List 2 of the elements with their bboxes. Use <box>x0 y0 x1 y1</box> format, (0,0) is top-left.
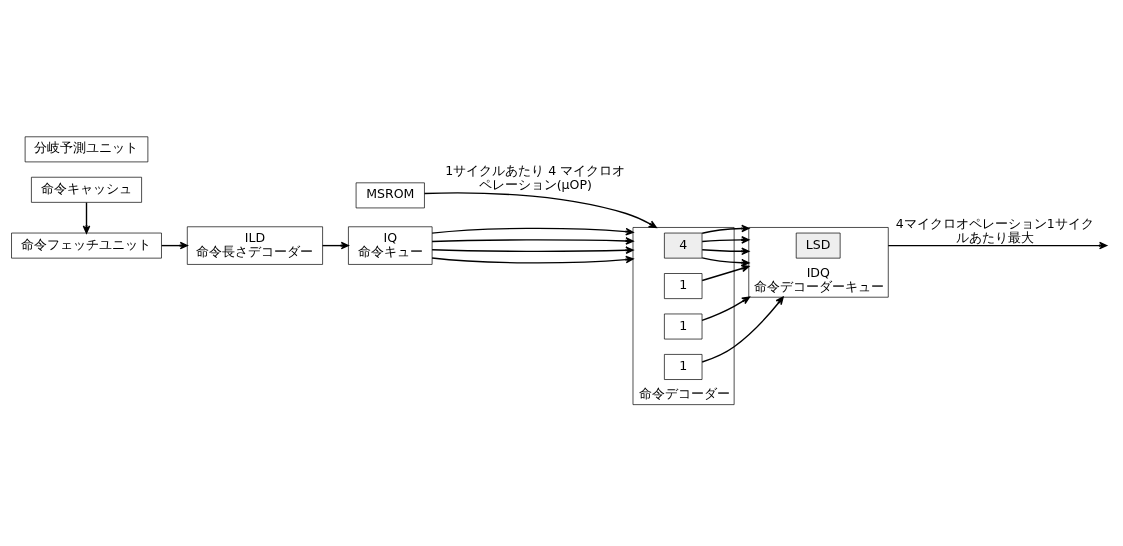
edge-label: 1サイクルあたり 4 マイクロオペレーション(μOP) <box>445 162 626 192</box>
edge-label: 4マイクロオペレーション1サイクルあたり最大 <box>895 215 1094 245</box>
